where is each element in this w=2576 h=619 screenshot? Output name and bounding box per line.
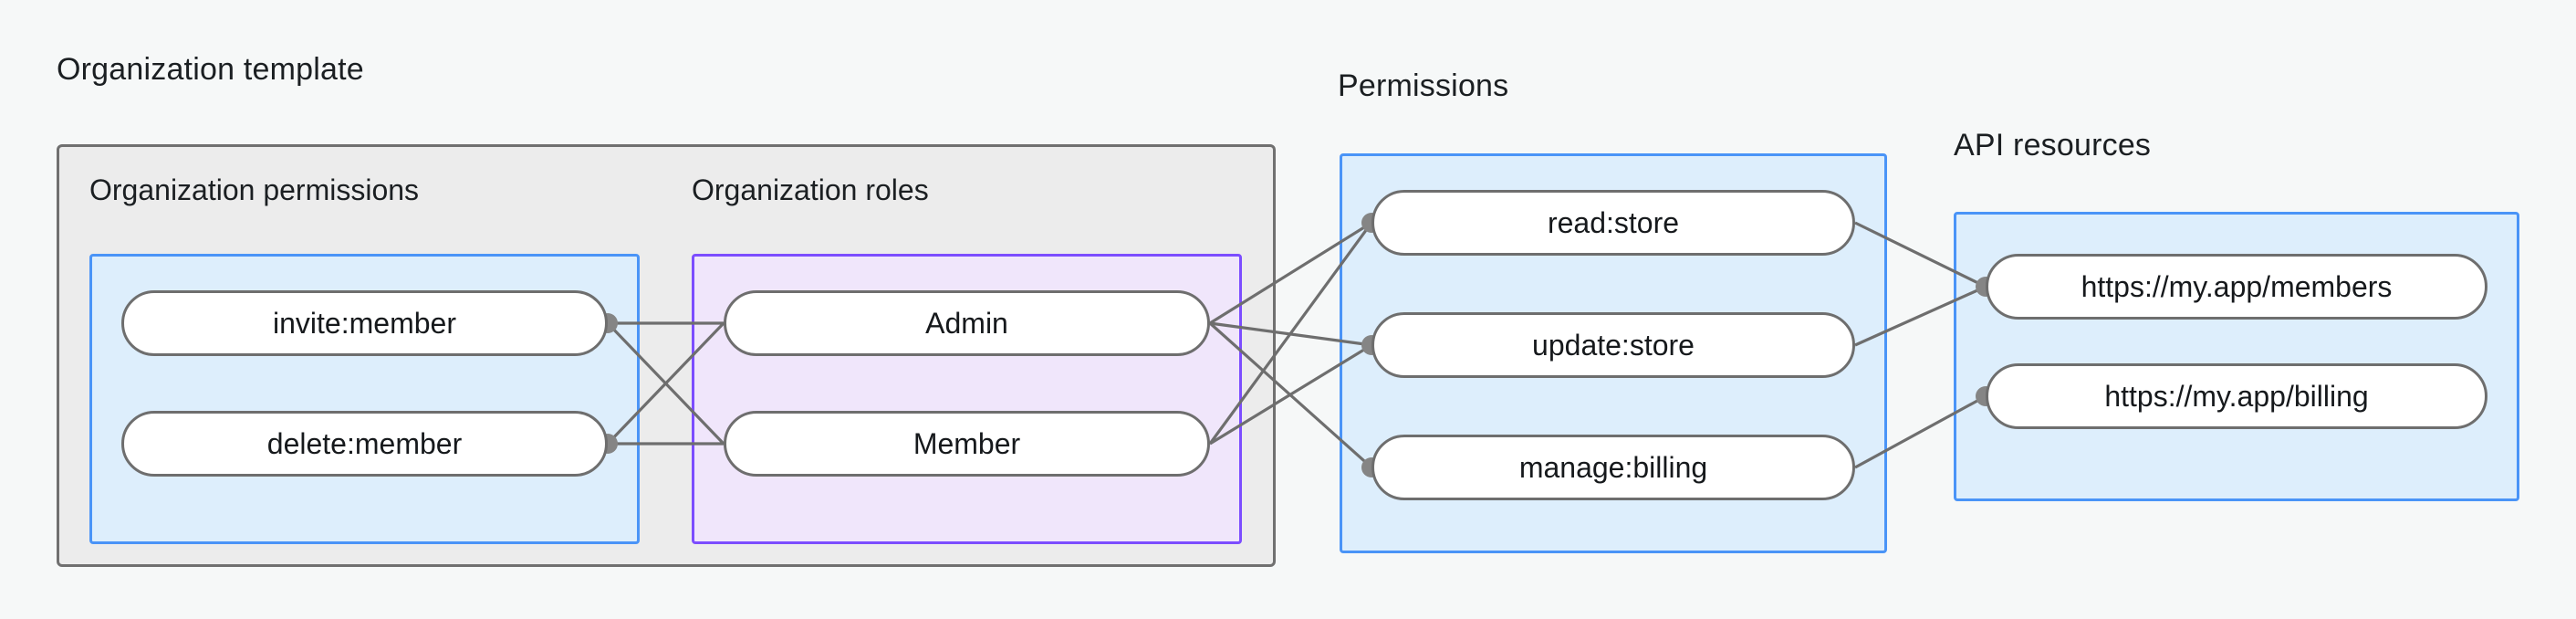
node-read-store[interactable]: read:store — [1371, 190, 1855, 256]
permissions-title: Permissions — [1338, 68, 1509, 103]
node-api-resource-billing[interactable]: https://my.app/billing — [1986, 363, 2487, 429]
node-manage-billing[interactable]: manage:billing — [1371, 435, 1855, 500]
node-member[interactable]: Member — [724, 411, 1210, 477]
node-delete-member[interactable]: delete:member — [121, 411, 608, 477]
node-update-store[interactable]: update:store — [1371, 312, 1855, 378]
api-resources-title: API resources — [1954, 128, 2152, 163]
org-permissions-section-title: Organization permissions — [89, 173, 420, 206]
node-api-resource-members[interactable]: https://my.app/members — [1986, 254, 2487, 320]
node-admin[interactable]: Admin — [724, 290, 1210, 356]
org-roles-section-title: Organization roles — [692, 173, 929, 206]
org-template-title: Organization template — [57, 52, 364, 87]
node-invite-member[interactable]: invite:member — [121, 290, 608, 356]
